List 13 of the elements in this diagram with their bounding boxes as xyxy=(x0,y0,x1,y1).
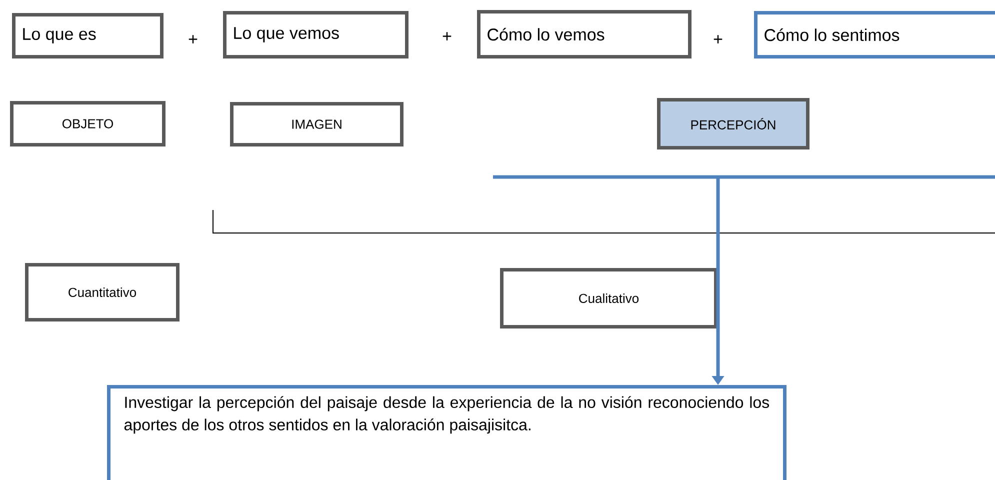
label-box: Cuantitativo xyxy=(25,263,180,322)
text-box: Cómo lo sentimos xyxy=(754,11,995,58)
label-box: Cualitativo xyxy=(500,268,718,328)
text-box: Lo que es xyxy=(12,13,164,58)
plus-sign: + xyxy=(188,35,198,44)
label-box: IMAGEN xyxy=(230,102,404,146)
text-box: Cómo lo vemos xyxy=(477,10,692,58)
text-box: Investigar la percepción del paisaje desde la experiencia de la no visión reconociendo los aportes de los otros sentidos en la valoración paisajisitca. xyxy=(107,385,786,480)
plus-sign: + xyxy=(442,32,452,40)
plus-sign: + xyxy=(714,35,722,44)
label-box: OBJETO xyxy=(10,101,166,146)
highlighted-box: PERCEPCIÓN xyxy=(657,98,810,150)
text-box: Lo que vemos xyxy=(223,11,408,58)
